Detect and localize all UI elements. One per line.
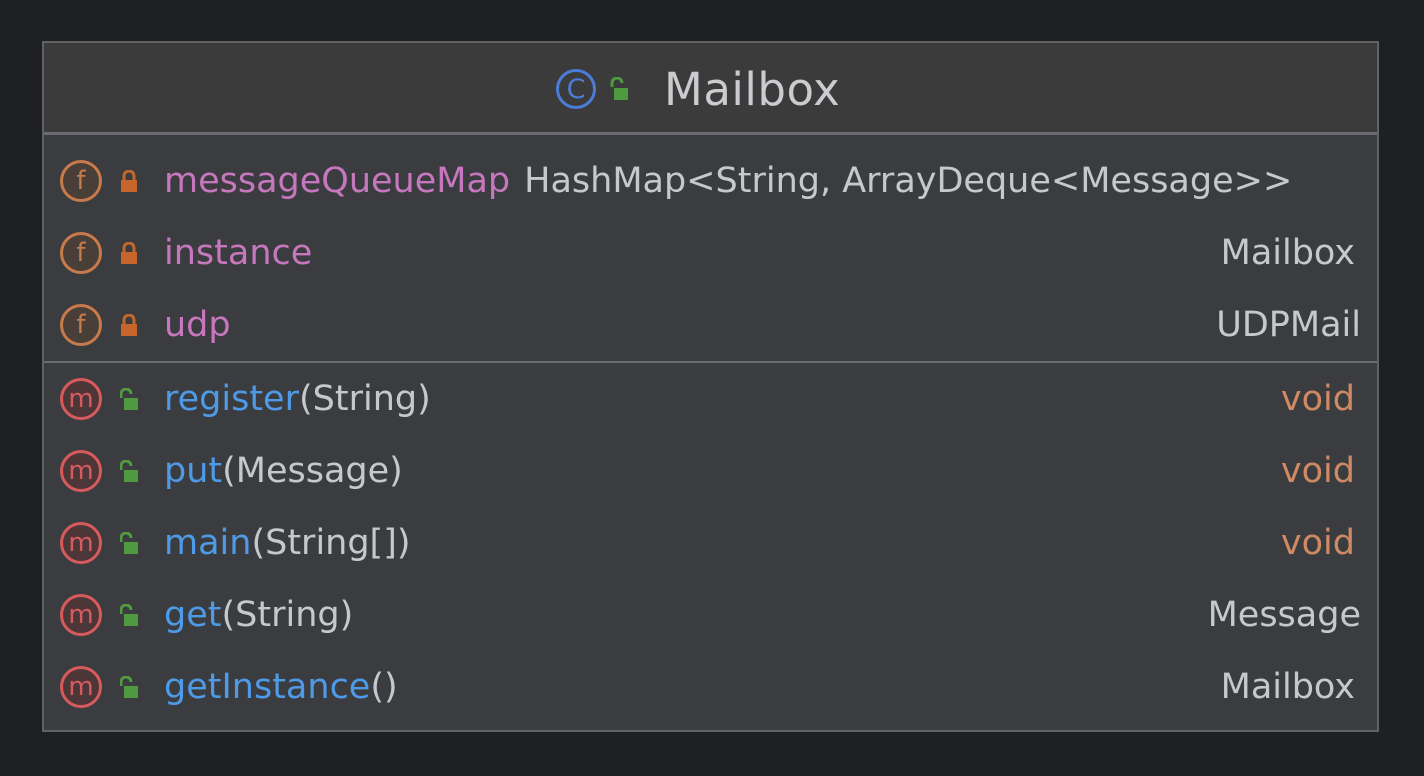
method-icon: m — [60, 594, 102, 636]
method-params: () — [370, 667, 398, 707]
method-icon: m — [60, 450, 102, 492]
method-return-type: Message — [1207, 595, 1361, 635]
method-name: getInstance — [164, 667, 371, 707]
method-signature: main(String[]) — [164, 518, 411, 568]
method-signature: put(Message) — [164, 446, 403, 496]
field-row-instance[interactable]: f instance Mailbox — [44, 218, 1377, 290]
class-name: Mailbox — [664, 62, 841, 116]
class-header-title-group: C Mailbox — [556, 62, 841, 116]
method-row-main[interactable]: m main(String[]) void — [44, 508, 1377, 580]
method-row-register[interactable]: m register(String) void — [44, 364, 1377, 436]
unlocked-icon — [120, 532, 138, 554]
locked-icon — [121, 242, 137, 264]
method-params: (String) — [221, 595, 354, 635]
section-divider — [44, 361, 1377, 363]
field-type: UDPMail — [1216, 305, 1361, 345]
unlocked-icon — [610, 77, 628, 100]
method-return-type: void — [1280, 451, 1355, 491]
locked-icon — [121, 170, 137, 192]
field-row-messageQueueMap[interactable]: f messageQueueMap HashMap<String, ArrayDe… — [44, 146, 1377, 218]
field-signature: messageQueueMap HashMap<String, ArrayDequ… — [164, 156, 1292, 206]
method-icon: m — [60, 522, 102, 564]
uml-class-box[interactable]: C Mailbox f messageQueueMap HashMap<Strin… — [42, 41, 1379, 732]
method-signature: register(String) — [164, 374, 431, 424]
unlocked-icon — [120, 604, 138, 626]
method-row-get[interactable]: m get(String) Message — [44, 580, 1377, 652]
field-name: instance — [164, 233, 313, 273]
method-return-type: Mailbox — [1220, 667, 1355, 707]
unlocked-icon — [120, 388, 138, 410]
method-params: (String) — [298, 379, 431, 419]
method-name: register — [164, 379, 299, 419]
locked-icon — [121, 314, 137, 336]
method-icon: m — [60, 666, 102, 708]
method-params: (String[]) — [251, 523, 411, 563]
field-icon: f — [60, 304, 102, 346]
method-signature: getInstance() — [164, 662, 398, 712]
field-name: udp — [164, 305, 231, 345]
class-icon: C — [556, 69, 596, 109]
method-row-getInstance[interactable]: m getInstance() Mailbox — [44, 652, 1377, 724]
method-return-type: void — [1280, 379, 1355, 419]
method-signature: get(String) — [164, 590, 353, 640]
method-name: main — [164, 523, 252, 563]
field-row-udp[interactable]: f udp UDPMail — [44, 290, 1377, 362]
class-header: C Mailbox — [44, 43, 1377, 135]
field-name: messageQueueMap — [164, 161, 511, 201]
unlocked-icon — [120, 460, 138, 482]
method-return-type: void — [1280, 523, 1355, 563]
field-icon: f — [60, 232, 102, 274]
field-icon: f — [60, 160, 102, 202]
method-name: put — [164, 451, 223, 491]
method-params: (Message) — [222, 451, 403, 491]
method-row-put[interactable]: m put(Message) void — [44, 436, 1377, 508]
unlocked-icon — [120, 676, 138, 698]
method-icon: m — [60, 378, 102, 420]
field-type: Mailbox — [1220, 233, 1355, 273]
method-name: get — [164, 595, 222, 635]
field-type: HashMap<String, ArrayDeque<Message>> — [524, 161, 1293, 201]
